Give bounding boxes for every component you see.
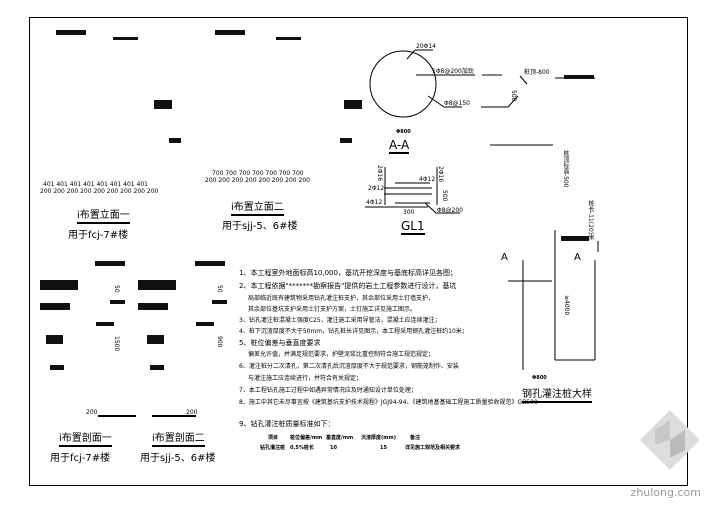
table-cell: 10 [330, 445, 337, 451]
circle-section-title: A-A [389, 138, 410, 154]
cad-label-block [46, 335, 63, 344]
table-header: 沉渣厚度(mm) [361, 435, 396, 441]
note-line: 4、桩下沉渣厚度不大于50mm，钻孔桩长详见图示，本工程采用钢孔灌注桩约10米； [239, 328, 468, 335]
cad-label-block [40, 280, 78, 290]
section-2-subtitle: 用于sjj-5、6#楼 [140, 453, 216, 464]
beam-left-bars: 2Φ12 [368, 185, 385, 192]
pile-dim-500: 500 [510, 90, 517, 102]
elevation-2-title: i布置立面二 [231, 203, 284, 216]
cad-label-block [95, 261, 125, 266]
note-line: 9、钻孔灌注桩质量标准如下： [239, 420, 335, 428]
cad-label-block [344, 100, 362, 109]
cad-label-block [40, 303, 70, 310]
cad-label-block [147, 335, 164, 344]
table-header: 桩位偏差/mm [290, 435, 323, 441]
note-line: 1、本工程室外地面标高10,000，基坑开挖深度与基底标高详见各图； [239, 269, 457, 277]
section-1-title: i布置剖面一 [59, 434, 112, 447]
elevation-2-dims-top: 700 700 700 700 700 700 700 [212, 170, 304, 177]
table-cell: 详见施工规范及相关要求 [405, 445, 461, 451]
pile-length: ≥4000 [563, 295, 570, 316]
pile-section-mark-a2: A [574, 252, 581, 263]
cad-label-block [212, 300, 227, 304]
cad-label-block [138, 280, 176, 290]
circle-label-right: 1Φ8@200加劲 [432, 68, 474, 75]
elevation-2-subtitle: 用于sjj-5、6#楼 [222, 221, 298, 232]
cad-label-block [110, 300, 125, 304]
cad-label-block [169, 138, 181, 143]
beam-top-bars: 4Φ12 [419, 176, 436, 183]
pile-section-mark-a1: A [501, 252, 508, 263]
beam-side-left: 2Φ16 [376, 165, 383, 182]
pile-diameter: Φ800 [532, 375, 547, 381]
pile-detail-title: 钢孔灌注桩大样 [522, 390, 592, 403]
section-1-dim-top: 50 [113, 285, 120, 293]
elevation-1-dims-bottom: 200 200 200 200 200 200 200 200 200 [40, 188, 159, 195]
circle-diameter: Φ800 [396, 129, 411, 135]
note-line: 7、本工程钻孔施工过程中如遇异常情况应及时通知设计单位处理； [239, 387, 417, 394]
section-2-dim-bottom: 200 [186, 409, 198, 416]
pile-top-note: 桩顶-800 [524, 69, 550, 76]
cad-label-block [113, 37, 138, 40]
cad-label-block [154, 100, 172, 109]
table-header: 垂直度/mm [326, 435, 354, 441]
elevation-1-title: i布置立面一 [77, 211, 130, 224]
section-1-subtitle: 用于fcj-7#楼 [50, 453, 111, 464]
drawing-frame [29, 17, 688, 486]
cad-label-block [215, 30, 245, 35]
elevation-1-dims-top: 401 401 401 401 401 401 401 401 [43, 181, 148, 188]
section-2-title: i布置剖面二 [152, 434, 205, 447]
section-2-dim-vert: 900 [216, 336, 223, 348]
cad-label-block [50, 365, 64, 370]
beam-bottom-bars: 4Φ12 [366, 199, 383, 206]
elevation-1-subtitle: 用于fcj-7#楼 [68, 230, 129, 241]
note-line: 5、桩位偏差与垂直度要求 [239, 339, 321, 347]
circle-label-top: 20Φ14 [416, 43, 436, 50]
cad-label-block [564, 75, 594, 79]
pile-vert-note: 桩长-11(20)米 [587, 200, 594, 241]
note-line: 2、本工程依据"*******勘察报告"提供的岩土工程参数进行设计，基坑 [239, 282, 457, 290]
section-1-dim-bottom: 200 [86, 409, 98, 416]
cad-label-block [340, 138, 352, 143]
cad-label-block [561, 236, 589, 241]
beam-stirrup: Φ8@200 [437, 207, 463, 214]
note-line: 6、灌注桩分二次清孔，第二次清孔后沉渣厚度不大于规范要求，钢筋笼制作、安装 [239, 363, 459, 370]
elevation-2-dims-bottom: 200 200 200 200 200 200 200 200 [205, 177, 310, 184]
cad-label-block [96, 322, 114, 326]
beam-width: 300 [403, 209, 415, 216]
table-cell: 钻孔灌注桩 [260, 445, 286, 451]
section-2-dim-top: 50 [216, 285, 223, 293]
table-header: 备注 [410, 435, 421, 441]
pile-section-circle [369, 50, 437, 118]
cad-label-block [138, 303, 168, 310]
pile-vert-note2: 桩顶标高-500 [562, 150, 569, 188]
note-line: 3、钻孔灌注桩混凝土强度C25，灌注施工采用导管法，混凝土应连续灌注； [239, 317, 441, 324]
table-header: 项目 [268, 435, 279, 441]
section-1-dim-vert: 1500 [113, 336, 120, 352]
cad-label-block [196, 322, 214, 326]
note-line: 与灌注施工应连续进行，并符合有关规定； [248, 375, 363, 382]
note-line: 偏差允许值，并满足规范要求，护壁泥浆比重控制符合施工规范规定； [248, 351, 435, 358]
cad-label-block [195, 261, 225, 266]
watermark-text: zhulong.com [630, 486, 701, 499]
beam-side-right: 2Φ16 [437, 166, 444, 183]
note-line: 8、施工中其它未尽事宜按《建筑基坑支护技术规程》JGJ94-94、《建筑地基基础… [239, 399, 538, 406]
circle-label-bottom: Φ8@150 [444, 100, 470, 107]
beam-height: 500 [441, 190, 448, 202]
cad-label-block [150, 365, 164, 370]
cad-label-block [276, 37, 301, 40]
beam-title: GL1 [401, 219, 425, 235]
note-line: 其余部位基坑支护采用土钉支护方案，土钉施工详见施工图示。 [248, 306, 417, 313]
cad-label-block [56, 30, 86, 35]
table-cell: 15 [380, 445, 387, 451]
table-cell: 0.5%桩长 [290, 445, 314, 451]
note-line: 局部临近既有建筑物采用钻孔灌注桩支护，其余部位采用土钉墙支护， [248, 295, 435, 302]
